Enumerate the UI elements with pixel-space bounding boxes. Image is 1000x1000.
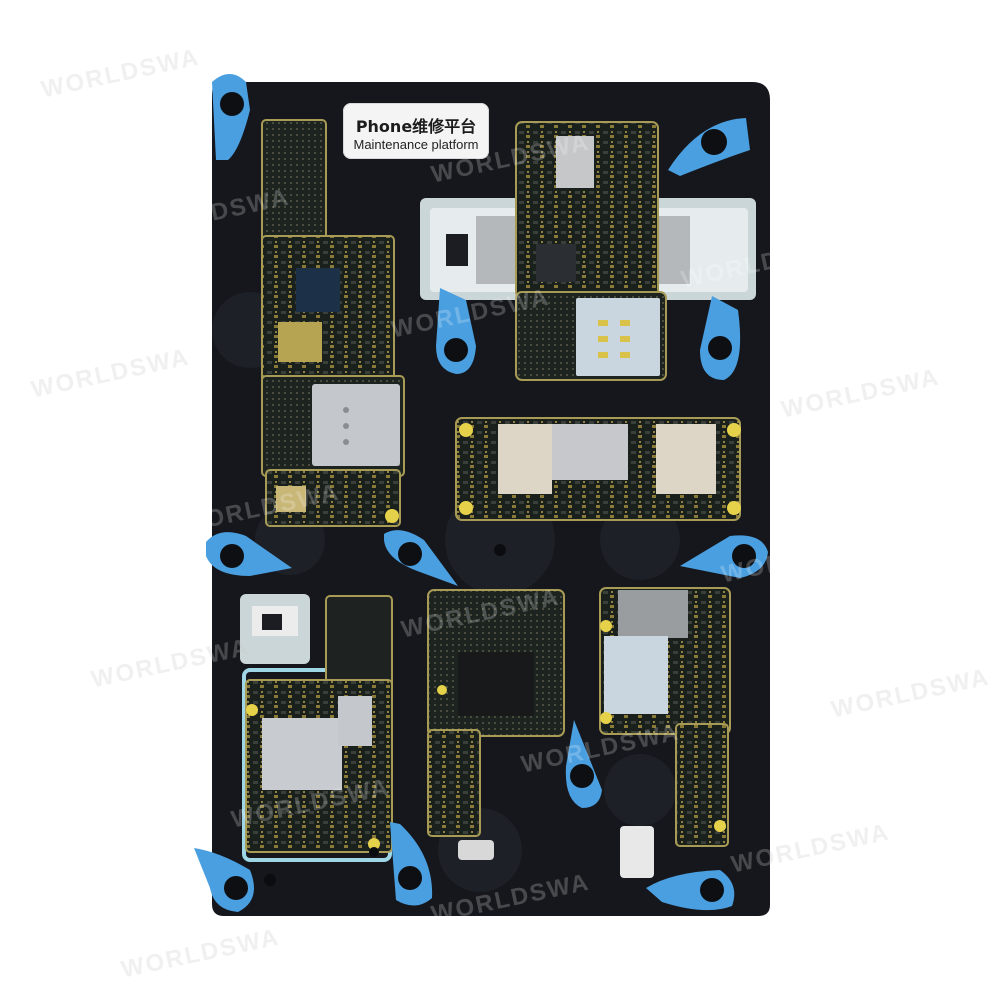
cutout-bottom	[620, 826, 654, 878]
logic-board-bottom-center	[427, 589, 565, 837]
clamp-knob	[390, 822, 433, 906]
logic-board-bottom-right	[599, 587, 731, 847]
clamp-knob	[436, 288, 476, 374]
clamp-knob	[206, 532, 292, 576]
clamp-knob	[668, 118, 750, 176]
clamp-knob	[212, 74, 250, 160]
logic-board-bottom-left	[245, 595, 393, 853]
logic-board-top-right	[515, 121, 667, 381]
screw-holes	[264, 544, 506, 886]
clamp-knob	[384, 530, 458, 586]
clamp-knob	[194, 848, 254, 912]
clamp-knob	[680, 535, 768, 578]
label-subtitle: Maintenance platform	[353, 137, 479, 152]
clamp-knob	[565, 720, 602, 808]
product-label: Phone维修平台 Maintenance platform	[343, 103, 489, 159]
logic-board-middle	[455, 417, 741, 521]
logic-board-top-left	[261, 119, 405, 527]
clamp-knob	[700, 296, 741, 380]
clamp-knob	[646, 870, 735, 911]
label-title: Phone维修平台	[355, 117, 477, 136]
cutout-lower-center	[458, 840, 494, 860]
clamp-knobs	[194, 74, 768, 912]
